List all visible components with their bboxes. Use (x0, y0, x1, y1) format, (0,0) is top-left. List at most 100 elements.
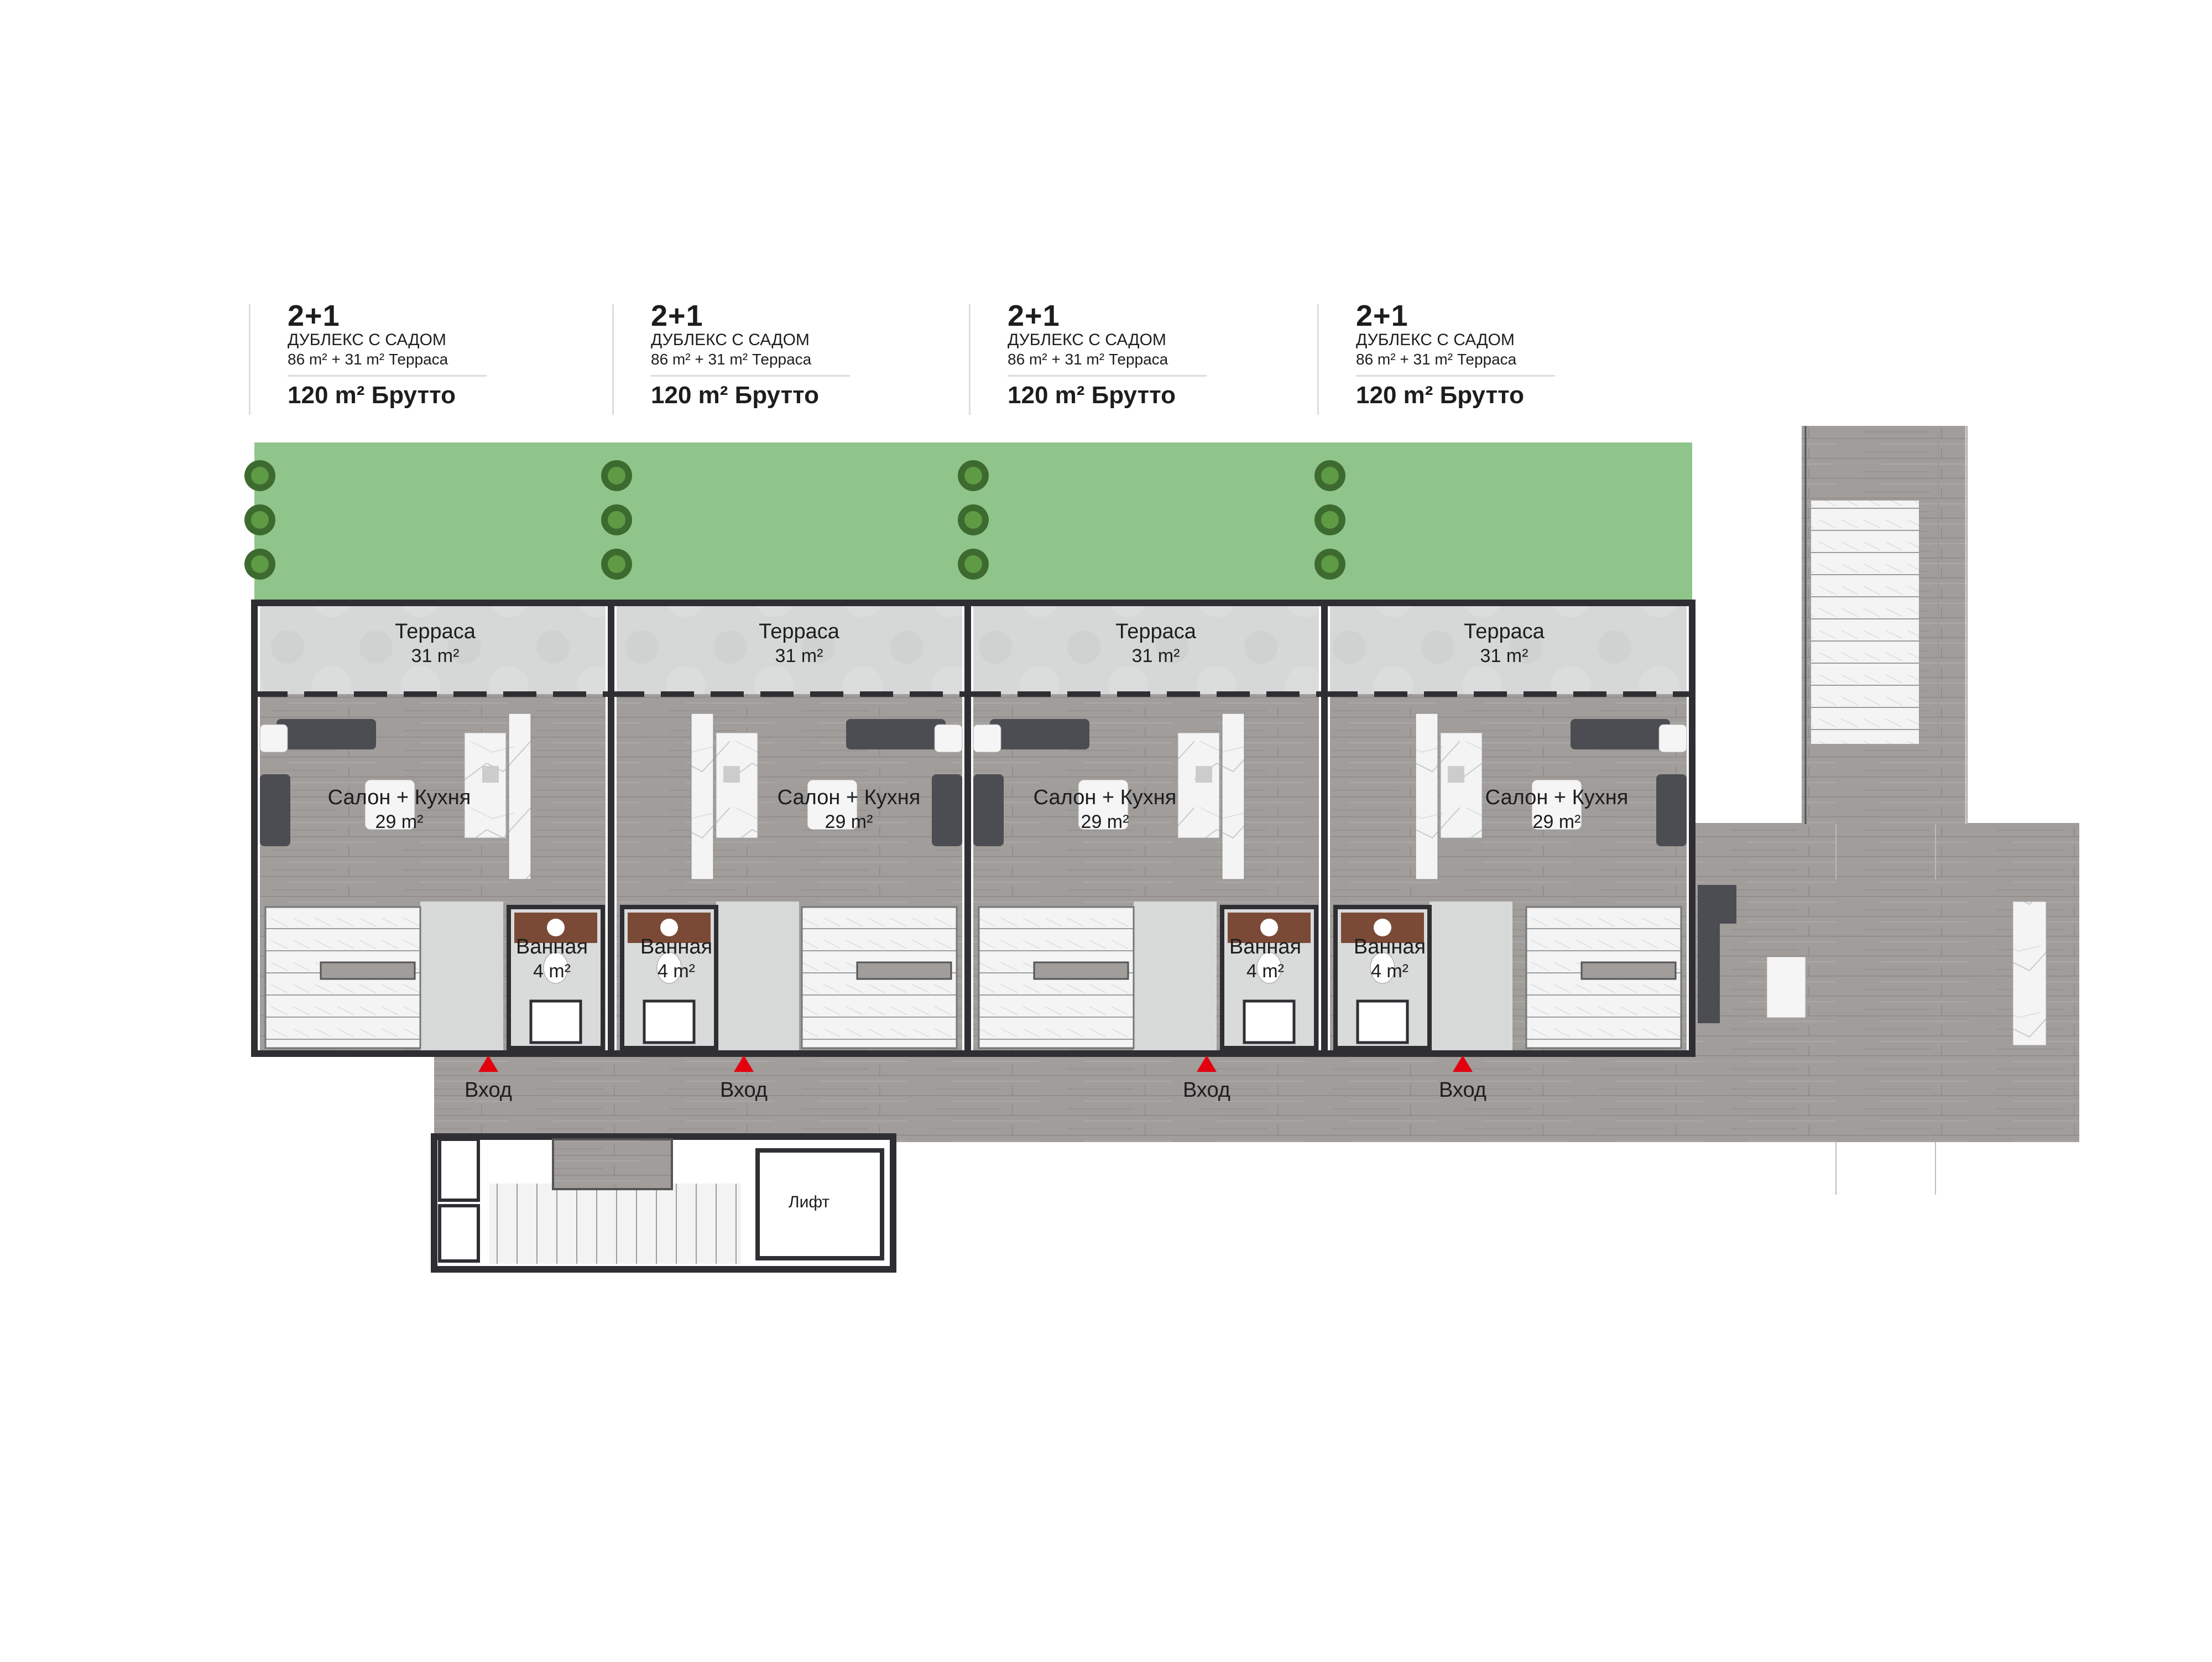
staircase-icon (1811, 501, 1919, 744)
stair-landing (1033, 961, 1129, 980)
hallway (1134, 902, 1217, 1051)
header-divider (249, 304, 251, 415)
terrace (973, 603, 1319, 694)
red-triangle-icon (1453, 1055, 1473, 1072)
unit-subtitle: ДУБЛЕКС С САДОМ (1008, 331, 1166, 349)
toilet-icon (656, 952, 682, 984)
lift-shaft (755, 1148, 884, 1260)
counter-icon (2012, 901, 2047, 1046)
sofa-icon (1698, 885, 1736, 1023)
entrance-1: Вход (465, 1055, 512, 1102)
unit-area: 86 m² + 31 m² Терраса (1008, 351, 1168, 368)
shower-icon (1243, 999, 1296, 1044)
coffee-table-icon (1766, 956, 1806, 1018)
unit-gross-area: 120 m² Брутто (1356, 382, 1524, 409)
sink-icon (1260, 919, 1278, 936)
unit-type: 2+1 (1008, 299, 1060, 332)
room-area: 29 m² (1532, 811, 1581, 832)
coffee-table-icon (1531, 779, 1582, 830)
sink-icon (1196, 766, 1212, 783)
staircase-icon (489, 1184, 741, 1264)
shaft-cell (438, 1138, 480, 1202)
stair-landing (320, 961, 416, 980)
garden (611, 442, 968, 603)
tree-icon (251, 511, 269, 529)
sofa-icon (973, 774, 1004, 846)
red-triangle-icon (1197, 1055, 1217, 1072)
unit-area: 86 m² + 31 m² Терраса (1356, 351, 1517, 368)
red-triangle-icon (734, 1055, 754, 1072)
kitchen-counter-icon (508, 713, 531, 880)
unit-type: 2+1 (651, 299, 703, 332)
unit-type: 2+1 (1356, 299, 1408, 332)
unit-gross-area: 120 m² Брутто (1008, 382, 1176, 409)
room-area: 31 m² (1131, 645, 1180, 666)
entrance-label: Вход (720, 1079, 768, 1102)
sofa-icon (260, 774, 290, 846)
room-name: Терраса (1115, 620, 1196, 643)
room-name: Терраса (395, 620, 476, 643)
hallway (1430, 902, 1512, 1051)
sink-icon (723, 766, 740, 783)
bath-label-1: Ванная 4 m² (516, 935, 588, 983)
room-name: Ванная (515, 935, 588, 958)
garden (1324, 442, 1692, 603)
bath-label-2: Ванная 4 m² (640, 935, 712, 983)
sofa-icon (276, 719, 376, 749)
room-name: Салон + Кухня (327, 786, 471, 809)
header-divider (612, 304, 614, 415)
header-separator (1356, 375, 1555, 377)
tree-icon (251, 467, 269, 484)
room-area: 4 m² (657, 961, 695, 982)
sink-icon (547, 919, 565, 936)
unit-type: 2+1 (288, 299, 340, 332)
kitchen-counter-icon (691, 713, 714, 880)
header-separator (1008, 375, 1207, 377)
coffee-table-icon (1078, 779, 1129, 830)
header-separator (288, 375, 487, 377)
dining-table-icon (1177, 732, 1220, 838)
armchair-icon (973, 724, 1001, 753)
dining-table-icon (464, 732, 507, 838)
garden (968, 442, 1324, 603)
coffee-table-icon (807, 779, 858, 830)
sink-icon (1374, 919, 1391, 936)
wall (1321, 600, 1695, 1057)
header-divider (969, 304, 971, 415)
terrace (260, 603, 606, 694)
room-area: 4 m² (1246, 961, 1284, 982)
tree-icon (608, 511, 625, 529)
unit-area: 86 m² + 31 m² Терраса (288, 351, 448, 368)
entrance-label: Вход (465, 1079, 512, 1102)
tree-icon (964, 511, 982, 529)
room-name: Ванная (640, 935, 713, 958)
terrace (617, 603, 962, 694)
unit-plan-1 (244, 442, 614, 1057)
shower-icon (1356, 999, 1409, 1044)
entrance-4: Вход (1439, 1055, 1486, 1102)
room-area: 31 m² (775, 645, 823, 666)
room-name: Ванная (1353, 935, 1426, 958)
dining-table-icon (1440, 732, 1483, 838)
stair-landing (856, 961, 952, 980)
dining-table-icon (716, 732, 758, 838)
tree-icon (964, 555, 982, 573)
shaft-cell (438, 1204, 480, 1263)
room-area: 4 m² (533, 961, 571, 982)
sofa-icon (990, 719, 1089, 749)
hallway (420, 902, 503, 1051)
sofa-icon (846, 719, 946, 749)
toilet-icon (1256, 952, 1282, 984)
red-triangle-icon (478, 1055, 498, 1072)
sink-icon (1448, 766, 1464, 783)
